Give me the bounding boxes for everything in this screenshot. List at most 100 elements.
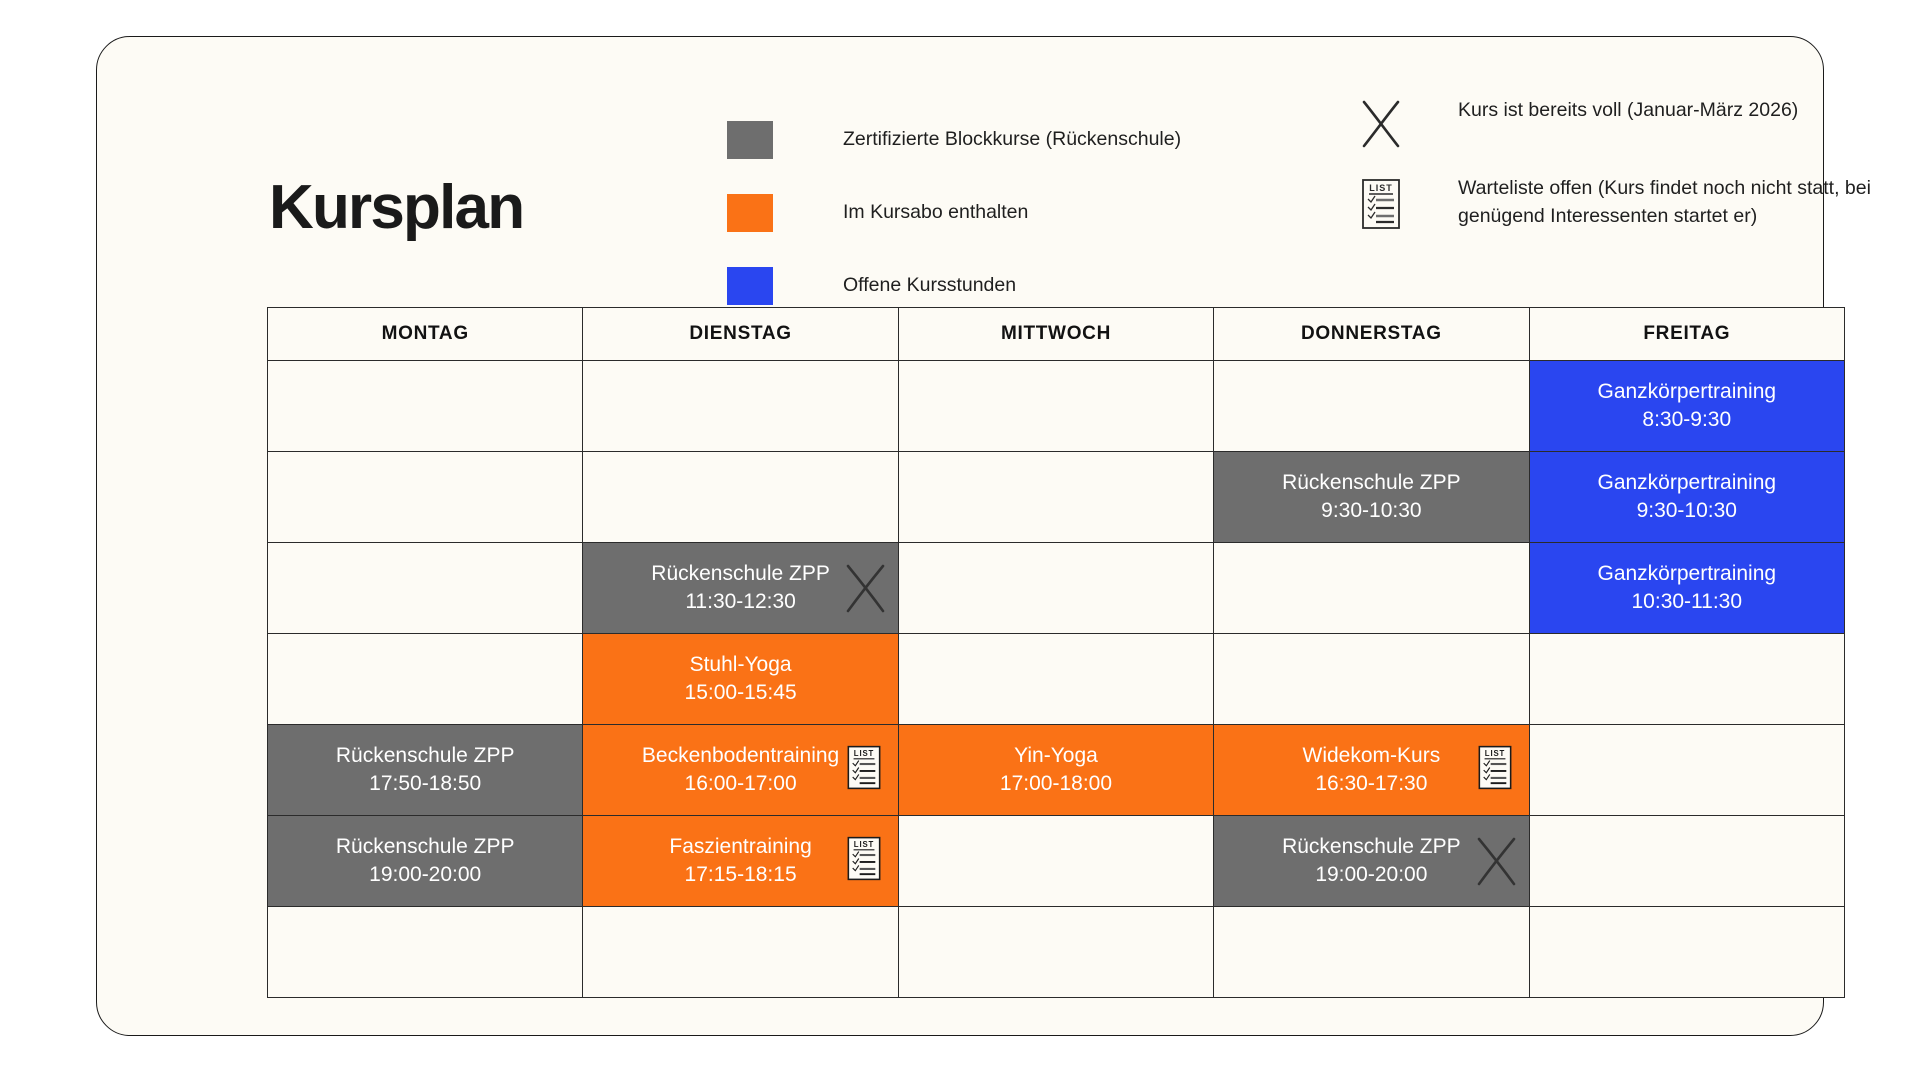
schedule-cell-empty: [582, 451, 899, 543]
cell-course-time: 9:30-10:30: [1321, 499, 1422, 522]
schedule-cell-course[interactable]: Rückenschule ZPP 17:50-18:50: [266, 724, 584, 816]
schedule-cell-empty: [1213, 542, 1530, 634]
schedule-cell-course[interactable]: Stuhl-Yoga 15:00-15:45: [582, 633, 899, 725]
cell-course-time: 9:30-10:30: [1636, 499, 1737, 522]
swatch-gray: [727, 120, 773, 159]
schedule-cell-empty: [897, 815, 1215, 907]
cell-course-name: Ganzkörpertraining: [1597, 561, 1777, 585]
schedule-row: Rückenschule ZPP 11:30-12:30 Ganzkörpertra…: [266, 542, 1846, 634]
swatch-blue: [727, 266, 773, 305]
column-header-dienstag: DIENSTAG: [582, 307, 899, 361]
schedule-cell-course[interactable]: Ganzkörpertraining 9:30-10:30: [1528, 451, 1846, 543]
cell-course-name: Rückenschule ZPP: [651, 561, 830, 585]
legend-colors: Zertifizierte Blockkurse (Rückenschule) …: [727, 103, 1247, 322]
schedule-cell-empty: [582, 906, 899, 998]
legend-label-warteliste: Warteliste offen (Kurs findet noch nicht…: [1458, 177, 1871, 227]
schedule-row: [266, 906, 1846, 998]
column-header-montag: MONTAG: [266, 307, 584, 361]
schedule-row: Stuhl-Yoga 15:00-15:45: [266, 633, 1846, 725]
cell-content: [899, 907, 1213, 997]
schedule-cell-course[interactable]: Rückenschule ZPP 11:30-12:30: [582, 542, 899, 634]
column-header-freitag: FREITAG: [1528, 307, 1846, 361]
swatch-orange: [727, 193, 773, 232]
cell-course-name: Rückenschule ZPP: [335, 743, 515, 767]
cell-course-name: Ganzkörpertraining: [1597, 470, 1777, 494]
cell-course-name: Widekom-Kurs: [1302, 743, 1441, 767]
cell-content: Rückenschule ZPP 17:50-18:50: [268, 725, 582, 815]
schedule-cell-course[interactable]: Rückenschule ZPP 9:30-10:30: [1213, 451, 1530, 543]
cell-course-name: Rückenschule ZPP: [335, 834, 515, 858]
cell-course-time: 17:15-18:15: [684, 863, 797, 886]
cell-content: Rückenschule ZPP 9:30-10:30: [1214, 452, 1528, 542]
legend-label-blockkurse: Zertifizierte Blockkurse (Rückenschule): [843, 128, 1182, 151]
cell-content: Ganzkörpertraining 9:30-10:30: [1530, 452, 1844, 542]
legend-icons: Kurs ist bereits voll (Januar-März 2026)…: [1352, 97, 1912, 257]
cell-course-time: 19:00-20:00: [1315, 863, 1428, 886]
cell-course-name: Beckenbodentraining: [641, 743, 840, 767]
x-cross-icon: [1352, 97, 1410, 149]
cell-content: [268, 634, 582, 724]
svg-text:LIST: LIST: [1369, 183, 1393, 193]
cell-content: [583, 361, 897, 451]
cell-course-name: Stuhl-Yoga: [689, 652, 792, 676]
schedule-cell-empty: [1528, 906, 1846, 998]
schedule-cell-empty: [1528, 815, 1846, 907]
schedule-cell-empty: [897, 542, 1215, 634]
column-header-donnerstag: DONNERSTAG: [1213, 307, 1530, 361]
schedule-cell-empty: [897, 906, 1215, 998]
schedule-cell-empty: [1213, 360, 1530, 452]
cell-course-time: 17:50-18:50: [369, 772, 482, 795]
cell-course-time: 16:30-17:30: [1315, 772, 1428, 795]
cell-content: [899, 634, 1213, 724]
schedule-cell-empty: [582, 360, 899, 452]
legend-item-kursabo: Im Kursabo enthalten: [727, 176, 1247, 249]
legend-label-kurs-voll: Kurs ist bereits voll (Januar-März 2026): [1458, 99, 1799, 121]
schedule-cell-course[interactable]: Yin-Yoga 17:00-18:00: [897, 724, 1215, 816]
schedule-cell-empty: [266, 360, 584, 452]
cell-content: [899, 816, 1213, 906]
legend-item-offene-kursstunden: Offene Kursstunden: [727, 249, 1247, 322]
cell-course-time: 17:00-18:00: [999, 772, 1113, 795]
schedule-cell-empty: [266, 451, 584, 543]
schedule-cell-empty: [266, 906, 584, 998]
schedule-cell-empty: [897, 451, 1215, 543]
cell-content: Widekom-Kurs 16:30-17:30: [1214, 725, 1528, 815]
cell-content: [1530, 725, 1844, 815]
cell-content: [899, 361, 1213, 451]
cell-course-name: Faszientraining: [669, 834, 812, 858]
legend-label-offene-kursstunden: Offene Kursstunden: [843, 274, 1017, 297]
schedule-cell-empty: [266, 542, 584, 634]
schedule-table: MONTAG DIENSTAG MITTWOCH DONNERSTAG FREI…: [266, 307, 1846, 998]
cell-content: [899, 543, 1213, 633]
cell-course-name: Yin-Yoga: [1014, 743, 1098, 767]
legend-label-kursabo: Im Kursabo enthalten: [843, 201, 1029, 224]
cell-course-name: Rückenschule ZPP: [1282, 470, 1461, 494]
cell-course-name: Ganzkörpertraining: [1597, 379, 1777, 403]
cell-course-time: 15:00-15:45: [684, 681, 797, 704]
cell-content: [1530, 816, 1844, 906]
list-checklist-icon: LIST: [1352, 175, 1410, 231]
kursplan-card: Kursplan Zertifizierte Blockkurse (Rücke…: [96, 36, 1871, 1036]
cell-content: [583, 907, 897, 997]
schedule-cell-empty: [897, 633, 1215, 725]
table-header-row: MONTAG DIENSTAG MITTWOCH DONNERSTAG FREI…: [266, 307, 1846, 361]
cell-content: [1214, 361, 1528, 451]
schedule-cell-empty: [1213, 633, 1530, 725]
page-title: Kursplan: [269, 173, 525, 242]
cell-course-time: 11:30-12:30: [685, 590, 796, 613]
cell-content: [1530, 907, 1844, 997]
